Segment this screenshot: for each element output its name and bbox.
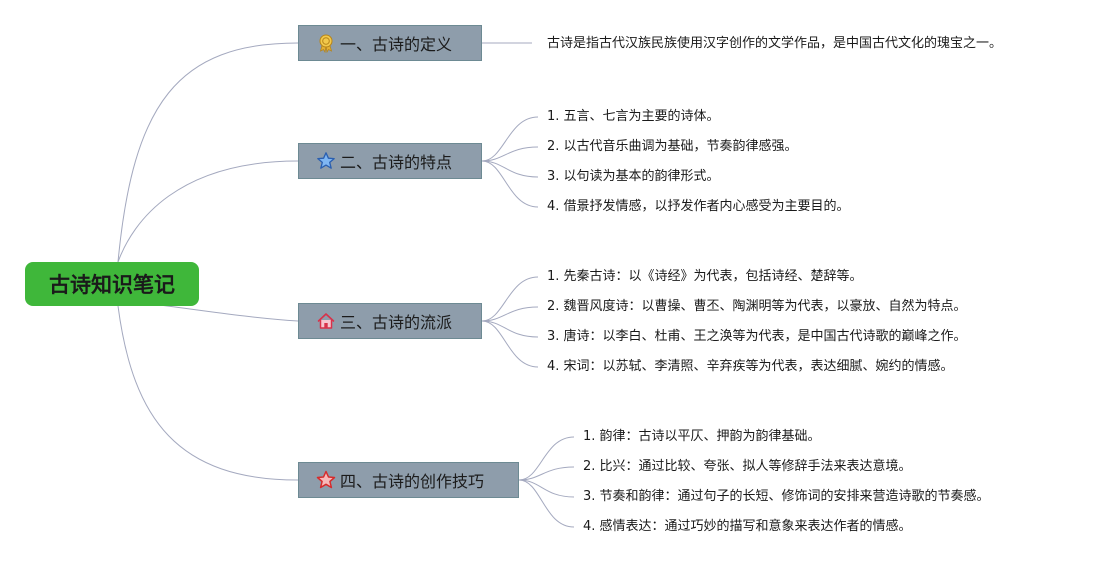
root-topic[interactable]: 古诗知识笔记: [25, 262, 199, 306]
branch-leaf-link: [481, 160, 539, 178]
leaf-school-3[interactable]: 3. 唐诗：以李白、杜甫、王之涣等为代表，是中国古代诗歌的巅峰之作。: [547, 329, 967, 344]
branch-leaf-link: [481, 146, 539, 162]
branch-leaf-link: [518, 479, 575, 528]
root-branch-link: [117, 42, 299, 263]
home-icon: [316, 311, 336, 331]
leaf-feature-3[interactable]: 3. 以句读为基本的韵律形式。: [547, 169, 720, 184]
branch-leaf-link: [481, 320, 539, 338]
branch-label: 四、古诗的创作技巧: [340, 472, 485, 491]
branch-leaf-link: [518, 479, 575, 498]
branch-leaf-link: [481, 320, 539, 368]
leaf-school-1[interactable]: 1. 先秦古诗：以《诗经》为代表，包括诗经、楚辞等。: [547, 269, 863, 284]
branch-leaf-link: [481, 116, 539, 162]
branch-leaf-link: [481, 276, 539, 322]
leaf-feature-1[interactable]: 1. 五言、七言为主要的诗体。: [547, 109, 720, 124]
root-branch-link: [117, 160, 299, 263]
star-outline-icon: [316, 151, 336, 171]
leaf-definition[interactable]: 古诗是指古代汉族民族使用汉字创作的文学作品，是中国古代文化的瑰宝之一。: [547, 36, 1003, 51]
branch-features[interactable]: 二、古诗的特点: [298, 143, 482, 179]
branch-definition[interactable]: 一、古诗的定义: [298, 25, 482, 61]
leaf-technique-4[interactable]: 4. 感情表达：通过巧妙的描写和意象来表达作者的情感。: [583, 519, 912, 534]
ribbon-award-icon: [316, 33, 336, 53]
branch-leaf-link: [481, 160, 539, 208]
leaf-feature-2[interactable]: 2. 以古代音乐曲调为基础，节奏韵律感强。: [547, 139, 798, 154]
leaf-school-2[interactable]: 2. 魏晋风度诗：以曹操、曹丕、陶渊明等为代表，以豪放、自然为特点。: [547, 299, 967, 314]
root-topic-label: 古诗知识笔记: [49, 273, 175, 297]
leaf-technique-3[interactable]: 3. 节奏和韵律：通过句子的长短、修饰词的安排来营造诗歌的节奏感。: [583, 489, 990, 504]
branch-schools[interactable]: 三、古诗的流派: [298, 303, 482, 339]
branch-techniques[interactable]: 四、古诗的创作技巧: [298, 462, 519, 498]
star-red-icon: [316, 470, 336, 490]
leaf-feature-4[interactable]: 4. 借景抒发情感，以抒发作者内心感受为主要目的。: [547, 199, 850, 214]
leaf-technique-1[interactable]: 1. 韵律：古诗以平仄、押韵为韵律基础。: [583, 429, 821, 444]
branch-leaf-link: [518, 466, 575, 481]
root-branch-link: [117, 305, 299, 481]
branch-label: 一、古诗的定义: [340, 35, 453, 54]
branch-label: 三、古诗的流派: [340, 313, 453, 332]
branch-leaf-link: [518, 436, 575, 481]
branch-label: 二、古诗的特点: [340, 153, 453, 172]
root-branch-link: [151, 303, 299, 322]
leaf-school-4[interactable]: 4. 宋词：以苏轼、李清照、辛弃疾等为代表，表达细腻、婉约的情感。: [547, 359, 954, 374]
branch-leaf-link: [481, 306, 539, 322]
leaf-technique-2[interactable]: 2. 比兴：通过比较、夸张、拟人等修辞手法来表达意境。: [583, 459, 912, 474]
